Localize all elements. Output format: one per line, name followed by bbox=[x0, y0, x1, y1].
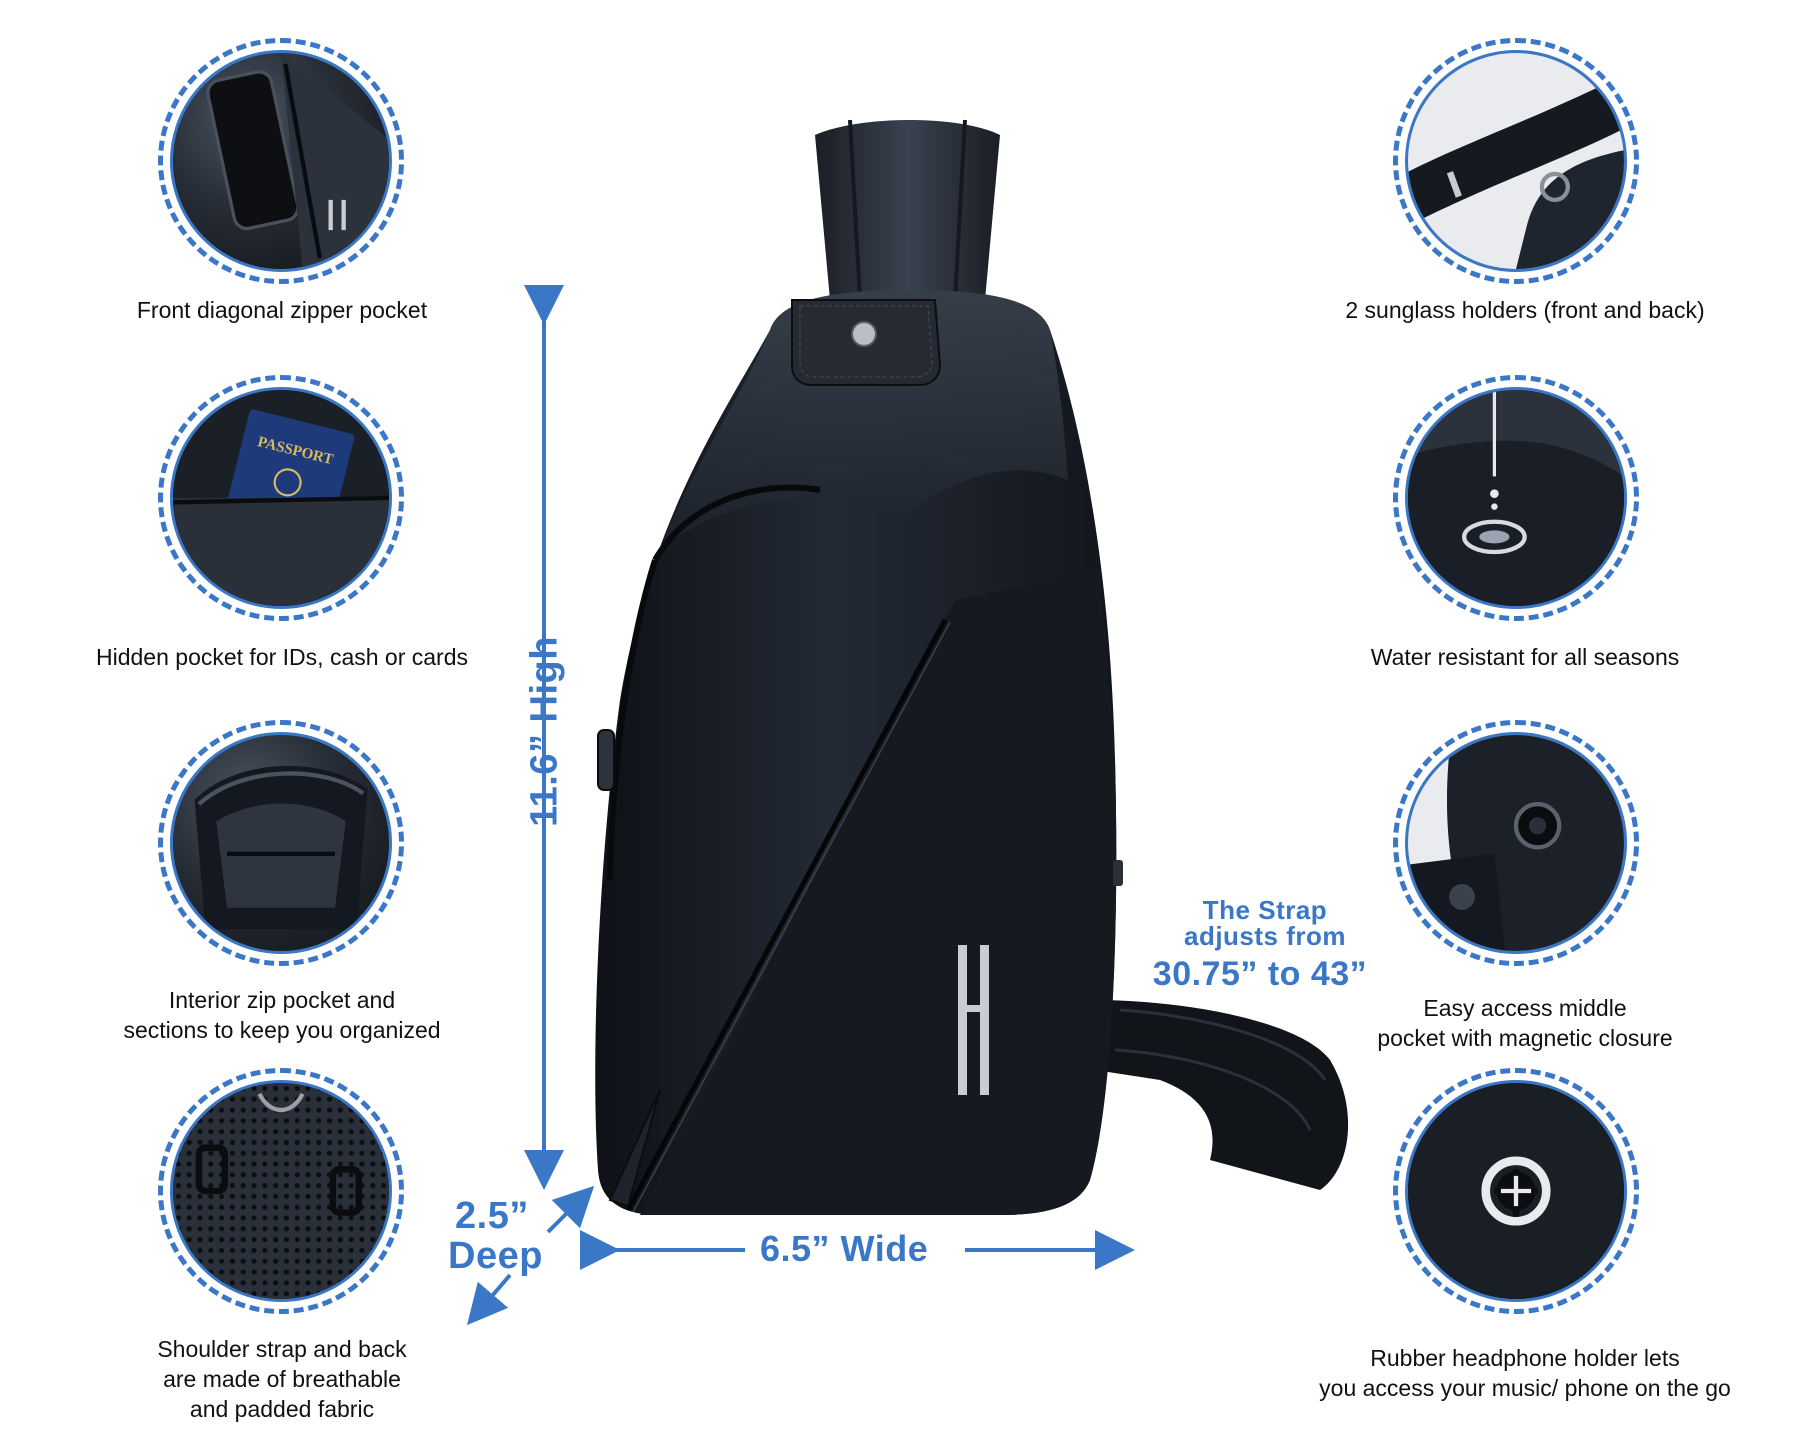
breathable-back-photo bbox=[158, 1068, 404, 1314]
breathable-back-caption: Shoulder strap and back are made of brea… bbox=[157, 1336, 407, 1422]
headphone-port-icon bbox=[1408, 1083, 1624, 1299]
logo-mark bbox=[958, 945, 989, 1095]
water-resistant-photo bbox=[1393, 375, 1639, 621]
long-strap bbox=[1095, 1000, 1349, 1190]
depth-arrow-bottom bbox=[466, 1273, 512, 1326]
headphone-holder-photo bbox=[1393, 1068, 1639, 1314]
open-bag-icon bbox=[194, 765, 368, 930]
front-pocket-photo bbox=[158, 38, 404, 284]
width-label: 6.5” Wide bbox=[760, 1228, 929, 1269]
bag-body bbox=[595, 290, 1123, 1215]
front-pocket-caption: Front diagonal zipper pocket bbox=[136, 297, 428, 323]
top-strap bbox=[815, 119, 1000, 301]
depth-arrow-top bbox=[546, 1185, 595, 1234]
interior-pocket-caption: Interior zip pocket and sections to keep… bbox=[123, 987, 441, 1043]
strap-note-line3: 30.75” to 43” bbox=[1152, 955, 1368, 993]
sunglass-holders-caption: 2 sunglass holders (front and back) bbox=[1345, 297, 1705, 323]
passport-icon: PASSPORT bbox=[173, 390, 389, 606]
strap-note-line1: The Strap bbox=[1202, 895, 1328, 925]
magnet-button-icon bbox=[1408, 735, 1624, 951]
phone-pocket-icon bbox=[206, 53, 389, 269]
depth-value-label: 2.5” bbox=[455, 1195, 529, 1237]
strap-note-line2: adjusts from bbox=[1183, 921, 1347, 951]
water-resistant-caption: Water resistant for all seasons bbox=[1370, 644, 1680, 670]
hidden-pocket-photo: PASSPORT bbox=[158, 375, 404, 621]
depth-word-label: Deep bbox=[448, 1235, 543, 1277]
headphone-holder-caption: Rubber headphone holder lets you access … bbox=[1319, 1345, 1731, 1401]
magnetic-pocket-photo bbox=[1393, 720, 1639, 966]
sunglass-holders-photo bbox=[1393, 38, 1639, 284]
magnetic-pocket-caption: Easy access middle pocket with magnetic … bbox=[1377, 995, 1673, 1051]
strap-icon bbox=[1408, 53, 1624, 269]
mesh-back-icon bbox=[173, 1083, 389, 1299]
hidden-pocket-caption: Hidden pocket for IDs, cash or cards bbox=[96, 644, 468, 670]
interior-pocket-photo bbox=[158, 720, 404, 966]
water-drop-icon bbox=[1408, 390, 1624, 606]
